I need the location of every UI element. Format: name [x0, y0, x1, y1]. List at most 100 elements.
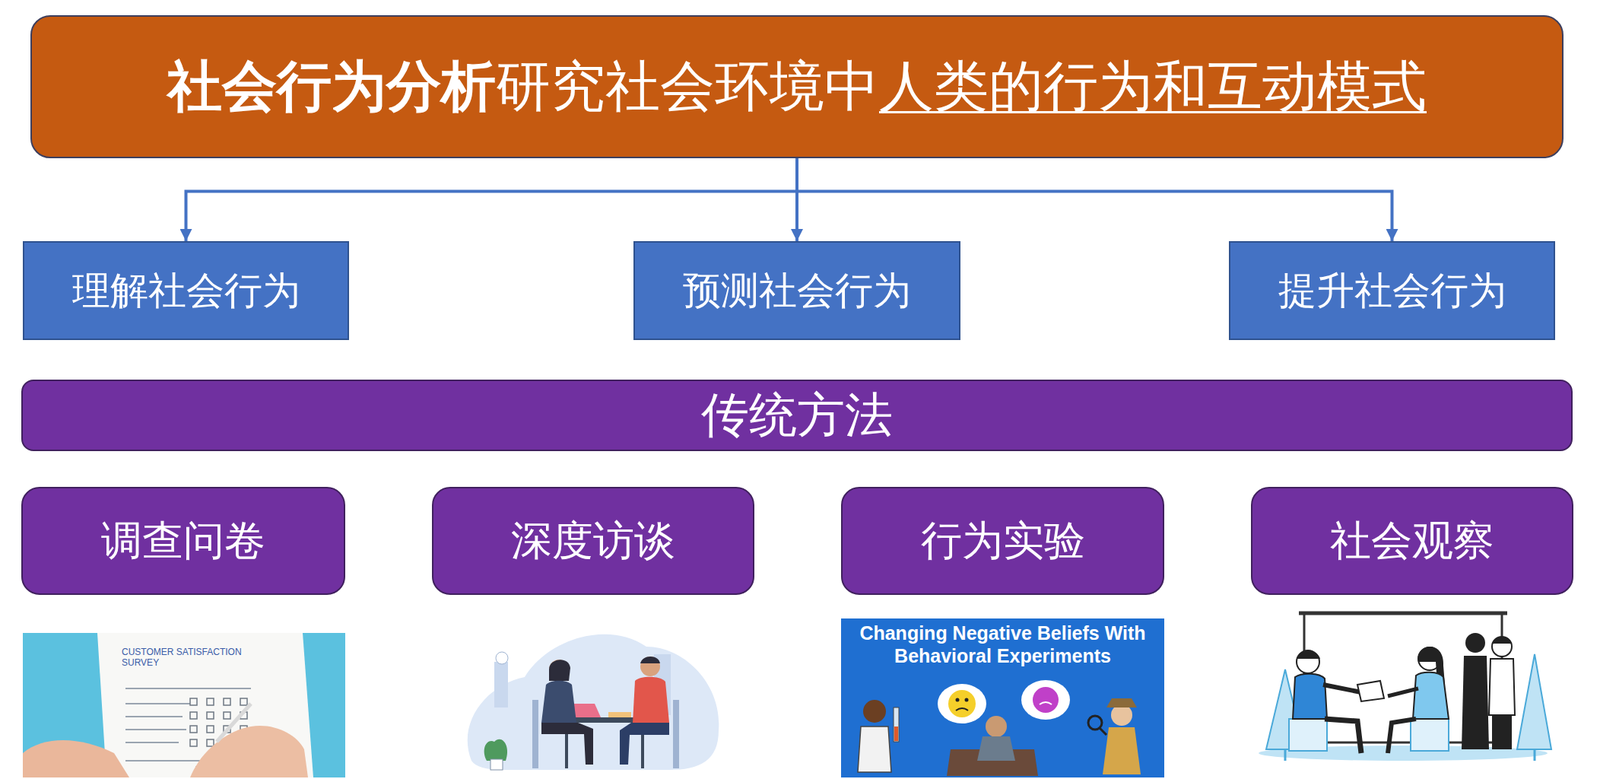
observation-illustration-part — [1324, 718, 1362, 753]
observation-illustration-part — [1412, 672, 1449, 719]
survey-photo-part — [190, 725, 197, 733]
survey-photo-part — [125, 687, 251, 689]
text-line: 深度访谈 — [511, 513, 676, 569]
interview-illustration-part — [484, 739, 508, 761]
experiment-thumbnail-part — [1111, 704, 1133, 726]
experiment-thumbnail-part — [955, 707, 969, 711]
survey-photo-part — [190, 739, 197, 747]
box-label: 社会观察 — [1330, 516, 1495, 565]
interview-illustration-part — [640, 656, 661, 677]
observation-illustration-part — [1488, 658, 1515, 715]
survey-photo-part — [206, 739, 214, 747]
text-line: 调查问卷 — [101, 513, 266, 569]
box-label: 调查问卷 — [101, 516, 266, 565]
observation-illustration-part — [1284, 749, 1287, 761]
survey-photo-part — [190, 725, 308, 778]
survey-photo-part — [22, 632, 346, 778]
experiment-thumbnail-part — [857, 726, 892, 772]
experiment-thumbnail-part — [1039, 701, 1052, 705]
interview-illustration-part — [495, 651, 508, 664]
box-label: 理解社会行为 — [72, 268, 301, 313]
survey-photo-part — [223, 711, 231, 719]
observation-illustration-part — [1288, 718, 1327, 751]
method-box: 社会观察 — [1250, 486, 1574, 595]
survey-heading: CUSTOMER SATISFACTION SURVEY — [121, 646, 255, 669]
text-line: 社会观察 — [1330, 513, 1495, 569]
observation-illustration-part — [1461, 655, 1489, 750]
box-label: 预测社会行为 — [682, 268, 912, 313]
observation-illustration-part — [1387, 718, 1416, 753]
experiment-thumbnail-part — [937, 683, 987, 724]
observation-illustration-part — [1492, 636, 1512, 657]
experiment-thumbnail-part — [977, 736, 1016, 761]
survey-photo-part — [22, 739, 130, 778]
interview-illustration-part — [541, 722, 594, 765]
observation-illustration-part — [1296, 650, 1321, 660]
survey-photo-part — [125, 741, 179, 743]
text-line: 提升社会行为 — [1278, 265, 1507, 317]
experiment-thumbnail-part — [948, 689, 976, 718]
connector-arrow — [186, 158, 798, 242]
survey-photo-part — [223, 698, 231, 705]
title-text: 人类的行为和互动模式 — [879, 53, 1427, 118]
interview-illustration-part — [619, 722, 670, 765]
observation-illustration-part — [1465, 632, 1486, 653]
survey-photo-part — [206, 725, 214, 733]
interview-illustration-part — [541, 680, 577, 723]
experiment-thumbnail-part — [1088, 715, 1102, 730]
experiment-thumbnail-part — [1106, 698, 1137, 708]
observation-illustration-part — [1357, 680, 1385, 702]
experiment-thumbnail-part — [1099, 727, 1107, 735]
observation-illustration-part — [1387, 688, 1419, 696]
interview-illustration-part — [532, 699, 539, 769]
experiment-thumbnail-part — [893, 707, 899, 742]
thumbnail-title: Changing Negative Beliefs With Behaviora… — [845, 621, 1160, 667]
experiment-thumbnail-part — [1021, 679, 1070, 720]
method-box: 深度访谈 — [431, 486, 755, 595]
experiment-thumbnail-part — [841, 618, 1165, 778]
text-line: 传统方法 — [701, 382, 893, 448]
survey-photo-part — [240, 698, 248, 705]
experiment-thumbnail-part — [985, 715, 1007, 737]
interview-illustration-part — [632, 676, 670, 723]
observation-illustration-part — [1296, 650, 1320, 674]
experiment-thumbnail-part — [863, 699, 886, 723]
survey-photo — [22, 632, 346, 778]
survey-photo-part — [190, 711, 197, 719]
survey-photo-part — [125, 702, 191, 705]
experiment-thumbnail — [841, 618, 1165, 778]
observation-illustration-part — [1492, 636, 1512, 644]
method-band: 传统方法 — [21, 379, 1573, 451]
observation-illustration-part — [1517, 653, 1552, 750]
box-label: 提升社会行为 — [1278, 268, 1507, 313]
survey-photo-part — [206, 711, 214, 719]
text-line: 行为实验 — [920, 513, 1086, 569]
observation-illustration-part — [1410, 718, 1449, 751]
observation-illustration-part — [1292, 673, 1327, 719]
box-label: 深度访谈 — [511, 516, 676, 565]
interview-illustration-part — [640, 656, 661, 664]
observation-illustration — [1258, 612, 1552, 761]
text-line: 理解社会行为 — [72, 265, 301, 317]
goal-box: 理解社会行为 — [22, 241, 350, 340]
box-label: 行为实验 — [920, 516, 1086, 565]
method-box: 行为实验 — [841, 486, 1165, 595]
observation-illustration-part — [1533, 749, 1537, 761]
experiment-thumbnail-part — [1102, 726, 1141, 775]
survey-photo-part — [206, 698, 214, 705]
survey-photo-part — [97, 632, 314, 778]
title-text: 社会行为分析 — [167, 53, 496, 118]
title-band: 社会行为分析研究社会环境中人类的行为和互动模式 — [30, 15, 1564, 159]
survey-photo-part — [216, 703, 251, 742]
survey-photo-part — [125, 715, 183, 718]
interview-illustration-part — [673, 699, 680, 769]
interview-illustration-part — [608, 711, 632, 718]
experiment-thumbnail-part — [894, 726, 899, 741]
survey-photo-part — [190, 698, 197, 705]
observation-illustration-part — [1323, 684, 1362, 693]
experiment-thumbnail-part — [955, 698, 960, 702]
observation-illustration-part — [1492, 714, 1512, 750]
box-label: 传统方法 — [701, 387, 893, 443]
text-line: 预测社会行为 — [682, 265, 912, 317]
experiment-thumbnail-part — [965, 698, 969, 702]
